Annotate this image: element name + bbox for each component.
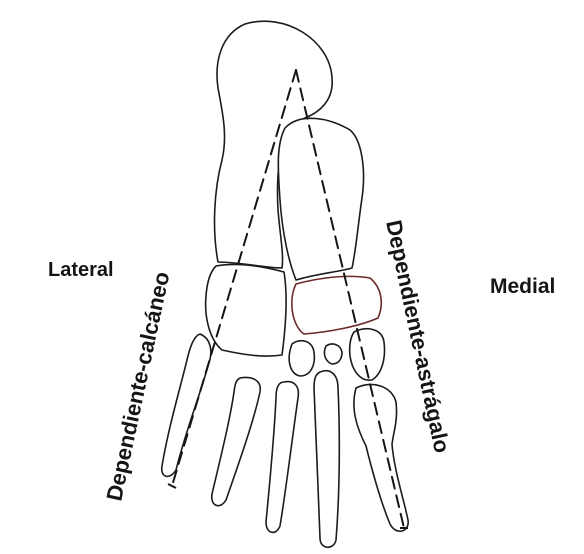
metatarsal-5-bone [162,334,211,476]
intermediate-cuneiform-bone [324,344,342,364]
cuboid-bone [206,264,287,356]
metatarsal-2-bone [314,371,339,547]
talus-bone [278,118,363,280]
calcaneal-line-end-mark [168,484,176,488]
metatarsal-4-bone [212,378,261,506]
lateral-label: Lateral [48,259,114,281]
metatarsal-1-bone [354,384,408,531]
medial-label: Medial [490,275,555,298]
navicular-bone [292,276,381,334]
metatarsal-3-bone [266,382,298,533]
lateral-cuneiform-bone [289,341,314,376]
